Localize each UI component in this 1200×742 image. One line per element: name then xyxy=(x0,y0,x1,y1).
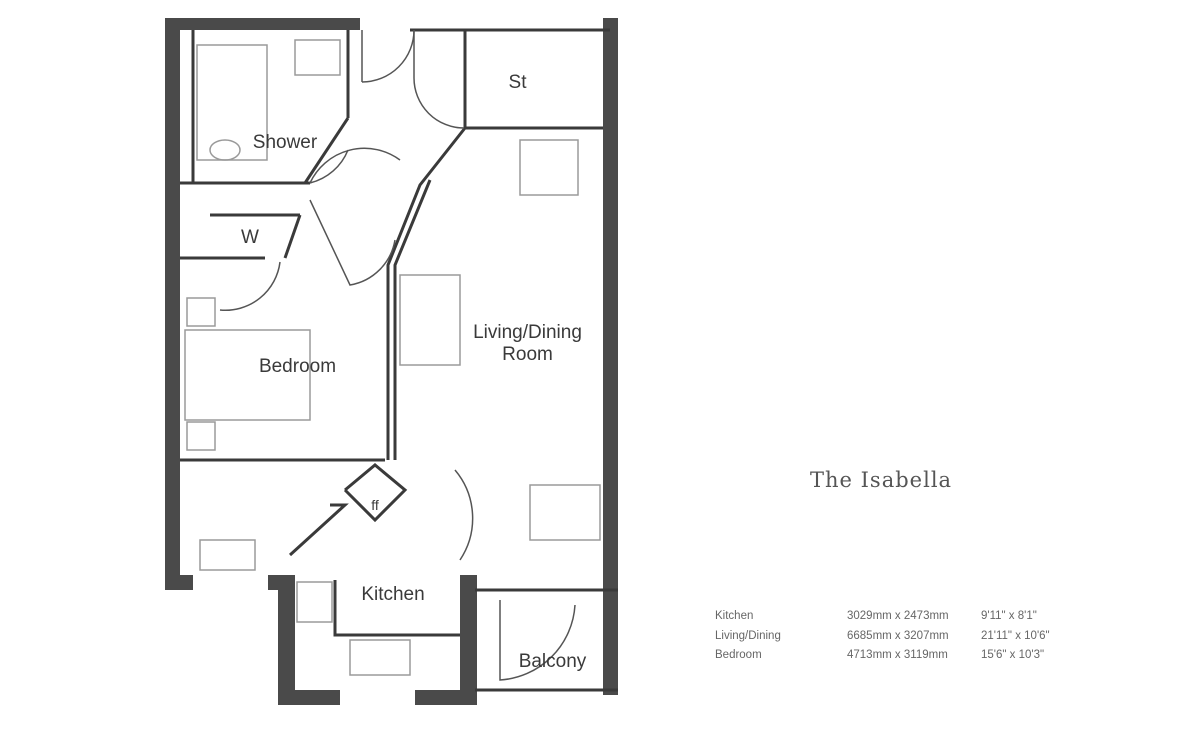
fridge-label: ff xyxy=(371,497,379,513)
sink xyxy=(349,639,411,676)
imperial-size: 15'6" x 10'3" xyxy=(981,649,1045,661)
furniture xyxy=(184,39,601,676)
imperial-size: 21'11" x 10'6" xyxy=(981,629,1050,642)
table-row: Bedroom 4713mm x 3119mm 15'6" x 10'3" xyxy=(715,649,1050,669)
shower-tray xyxy=(196,44,268,161)
room-label-kitchen: Kitchen xyxy=(361,584,425,605)
table-row: Kitchen 3029mm x 2473mm 9'11" x 8'1" xyxy=(715,610,1050,630)
bed xyxy=(184,329,311,421)
room-name: Bedroom xyxy=(715,649,762,661)
metric-size: 4713mm x 3119mm xyxy=(847,649,948,661)
metric-size: 3029mm x 2473mm xyxy=(847,610,949,622)
armchair xyxy=(519,139,579,196)
dimensions-table: Kitchen 3029mm x 2473mm 9'11" x 8'1" Livin… xyxy=(715,610,1050,669)
basin xyxy=(294,39,341,76)
door-swings xyxy=(219,29,576,681)
sofa xyxy=(399,274,461,366)
room-label-balcony: Balcony xyxy=(518,651,587,672)
hob xyxy=(296,581,333,623)
room-label-store: St xyxy=(508,72,527,93)
living-line-1: Living/Dining xyxy=(473,322,582,343)
table-row: Living/Dining 6685mm x 3207mm 21'11" x 10'… xyxy=(715,630,1050,650)
plan-title: The Isabella xyxy=(810,468,953,492)
living-line-2: Room xyxy=(502,344,553,365)
toilet xyxy=(209,139,241,161)
inner-walls xyxy=(180,28,618,692)
room-label-wardrobe: W xyxy=(241,227,259,248)
desk xyxy=(199,539,256,571)
outer-walls xyxy=(165,18,618,705)
metric-size: 6685mm x 3207mm xyxy=(847,629,949,642)
room-name: Living/Dining xyxy=(715,629,781,642)
room-label-shower: Shower xyxy=(252,132,318,153)
dining-table xyxy=(529,484,601,541)
room-label-bedroom: Bedroom xyxy=(258,356,337,377)
imperial-size: 9'11" x 8'1" xyxy=(981,610,1037,622)
room-name: Kitchen xyxy=(715,610,754,622)
